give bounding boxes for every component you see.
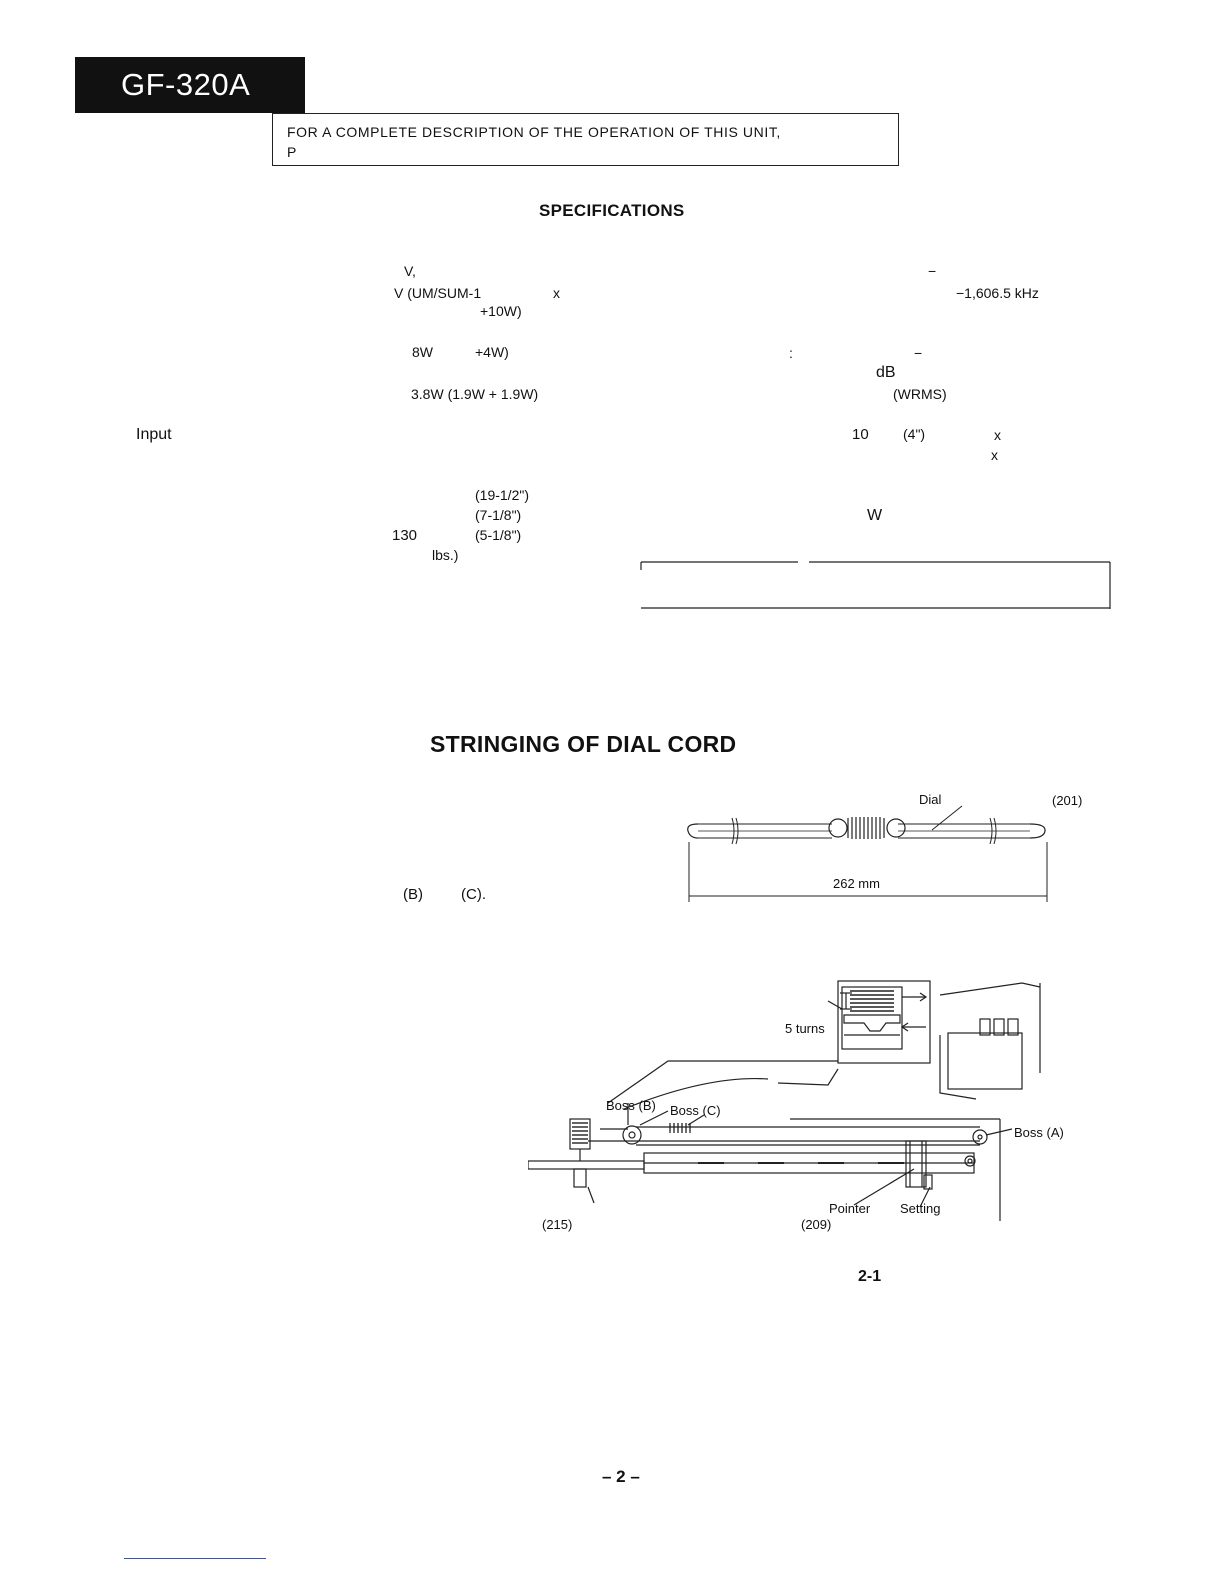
spec-left-11: lbs.) [432, 547, 459, 563]
spec-right-9: x [991, 447, 998, 463]
specifications-title: SPECIFICATIONS [539, 201, 685, 220]
footer-rule [124, 1558, 266, 1559]
stringing-mechanism-diagram [528, 980, 1041, 1221]
spec-left-1: V (UM/SUM-1 [394, 285, 482, 301]
model-badge: GF-320A [75, 57, 305, 113]
figure-label: 2-1 [858, 1268, 882, 1285]
boss-ref-b: (B) [403, 886, 423, 903]
spec-left-4: 8W [412, 344, 433, 360]
spec-right-4: dB [876, 364, 896, 381]
spec-left-3: +10W) [480, 303, 522, 319]
page-number: – 2 – [602, 1467, 640, 1486]
pointer-label: Pointer [829, 1201, 871, 1216]
spec-input-label: Input [136, 426, 172, 443]
boss-c-label: Boss (C) [670, 1103, 721, 1118]
spec-left-0: V, [404, 263, 416, 279]
spec-right-2: : [789, 345, 793, 361]
spec-left-9: 130 [392, 527, 418, 544]
spec-right-1: −1,606.5 kHz [956, 285, 1039, 301]
part-209-label: (209) [801, 1217, 832, 1232]
spec-right-0: − [928, 263, 937, 279]
notice-line-2: P [287, 144, 297, 160]
setting-label: Setting [900, 1201, 941, 1216]
spec-right-3: − [914, 345, 923, 361]
spec-right-7: (4") [903, 426, 926, 442]
turns-label: 5 turns [785, 1021, 825, 1036]
spec-right-10: W [867, 507, 883, 524]
spec-left-5: +4W) [475, 344, 509, 360]
part-215-label: (215) [542, 1217, 573, 1232]
spec-left-8: (7-1/8") [475, 507, 522, 523]
dial-cord-part: (201) [1052, 793, 1083, 808]
boss-a-label: Boss (A) [1014, 1125, 1064, 1140]
spec-left-10: (5-1/8") [475, 527, 522, 543]
notice-box: FOR A COMPLETE DESCRIPTION OF THE OPERAT… [272, 113, 899, 166]
boss-b-label: Boss (B) [606, 1098, 656, 1113]
dial-cord-label: Dial [919, 792, 942, 807]
dial-cord-diagram [687, 805, 1048, 902]
notice-line-1: FOR A COMPLETE DESCRIPTION OF THE OPERAT… [287, 124, 781, 140]
boss-ref-c: (C). [461, 886, 486, 903]
stringing-title: STRINGING OF DIAL CORD [430, 731, 737, 757]
spec-frame-lines [640, 561, 1111, 609]
spec-right-5: (WRMS) [893, 386, 947, 402]
spec-right-6: 10 [852, 426, 869, 443]
spec-left-7: (19-1/2") [475, 487, 529, 503]
spec-right-8: x [994, 427, 1001, 443]
cord-length-label: 262 mm [833, 876, 880, 891]
spec-left-2: x [553, 285, 560, 301]
spec-left-6: 3.8W (1.9W + 1.9W) [411, 386, 539, 402]
